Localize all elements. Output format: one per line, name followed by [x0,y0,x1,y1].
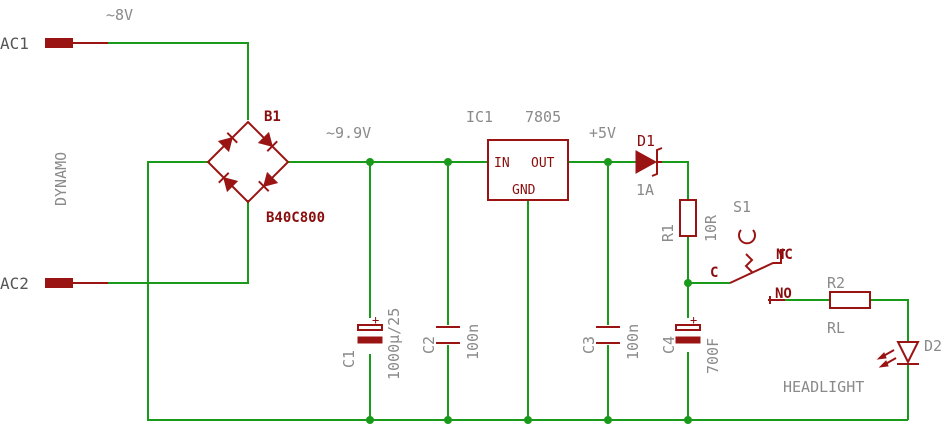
junction-dot [604,158,612,166]
junction-dot [604,416,612,424]
switch-name-label: S1 [733,198,751,216]
regulator-value-label: 7805 [525,108,561,126]
junction-dot [444,416,452,424]
bridge-outline [206,120,290,204]
regulator-name-label: IC1 [466,108,493,126]
led-triangle [896,341,920,365]
switch-contact [729,249,785,284]
bridge-diode [257,131,278,152]
capacitor-c4: + C4 700F [660,313,722,374]
junction-dot [524,416,532,424]
diode-d1-value: 1A [636,181,654,199]
connector-ac2: AC2 [0,274,108,293]
regulator-pin-gnd: GND [512,183,536,198]
capacitor-c3-name: C3 [580,336,598,354]
capacitor-c3-value: 100n [624,324,642,360]
junction-dot [366,416,374,424]
led-d2: D2 HEADLIGHT [783,337,942,396]
dynamo-label: DYNAMO [52,152,70,206]
bridge-diode [218,172,239,193]
wire-ac1 [108,42,249,120]
wire-r2-d2 [870,299,909,342]
capacitor-c2-name: C2 [420,336,438,354]
resistor-r2: R2 RL [827,274,871,337]
capacitor-plate [357,324,383,331]
capacitor-c2-value: 100n [464,324,482,360]
capacitor-c4-name: C4 [660,336,678,354]
capacitor-c1: + C1 1000µ/25 [340,308,403,380]
resistor-r1: R1 10R [659,199,720,242]
resistor-r1-value: 10R [702,214,720,242]
bridge-diode [258,171,279,192]
junctions [366,158,692,424]
capacitor-plate [675,324,701,331]
bridge-value-label: B40C800 [266,210,325,226]
switch-actuator [744,253,754,273]
connector-ac1-label: AC1 [0,34,29,53]
capacitor-plate [675,336,701,344]
junction-dot [366,158,374,166]
capacitor-c2: C2 100n [420,324,482,360]
diode-d1-name: D1 [637,132,655,150]
capacitor-plate [357,336,383,344]
connector-pad [45,38,73,48]
resistor-r2-name: R2 [827,274,845,292]
capacitor-c1-value: 1000µ/25 [385,308,403,380]
polarity-plus-icon: + [372,313,379,327]
connector-ac2-label: AC2 [0,274,29,293]
regulated-voltage-label: +5V [589,124,616,142]
led-d2-name: D2 [924,337,942,355]
resistor-body [679,199,697,237]
input-voltage-label: ~8V [106,6,133,24]
polarity-plus-icon: + [690,313,697,327]
diode-triangle [635,150,658,174]
switch-no-label: NO [775,286,792,302]
connector-pad [45,278,73,288]
resistor-r2-value: RL [827,319,845,337]
junction-dot [684,279,692,287]
bridge-rectifier-b1: B1 B40C800 [206,109,325,226]
switch-knob-icon [738,229,756,245]
junction-dot [684,416,692,424]
capacitor-c4-value: 700F [704,338,722,374]
resistor-body [829,291,871,309]
bridge-diode [217,132,238,153]
regulator-body [487,139,569,201]
regulator-ic1: IC1 7805 IN OUT GND [466,108,569,201]
switch-common-label: C [710,265,718,281]
bridge-name-label: B1 [264,109,281,125]
capacitor-c3: C3 100n [580,324,642,360]
junction-dot [444,158,452,166]
regulator-pin-in: IN [494,156,510,171]
regulator-pin-out: OUT [531,156,555,171]
switch-s1: S1 C NC NO [710,198,793,304]
switch-nc-label: NC [776,247,793,263]
resistor-r1-name: R1 [659,224,677,242]
diode-d1: D1 1A [635,132,663,199]
connector-ac1: AC1 [0,34,108,53]
wire-d1-r1 [662,161,689,200]
wires [108,42,909,421]
capacitor-c1-name: C1 [340,350,358,368]
rectified-voltage-label: ~9.9V [326,124,371,142]
wire-ac2 [108,200,249,284]
led-d2-label: HEADLIGHT [783,378,864,396]
